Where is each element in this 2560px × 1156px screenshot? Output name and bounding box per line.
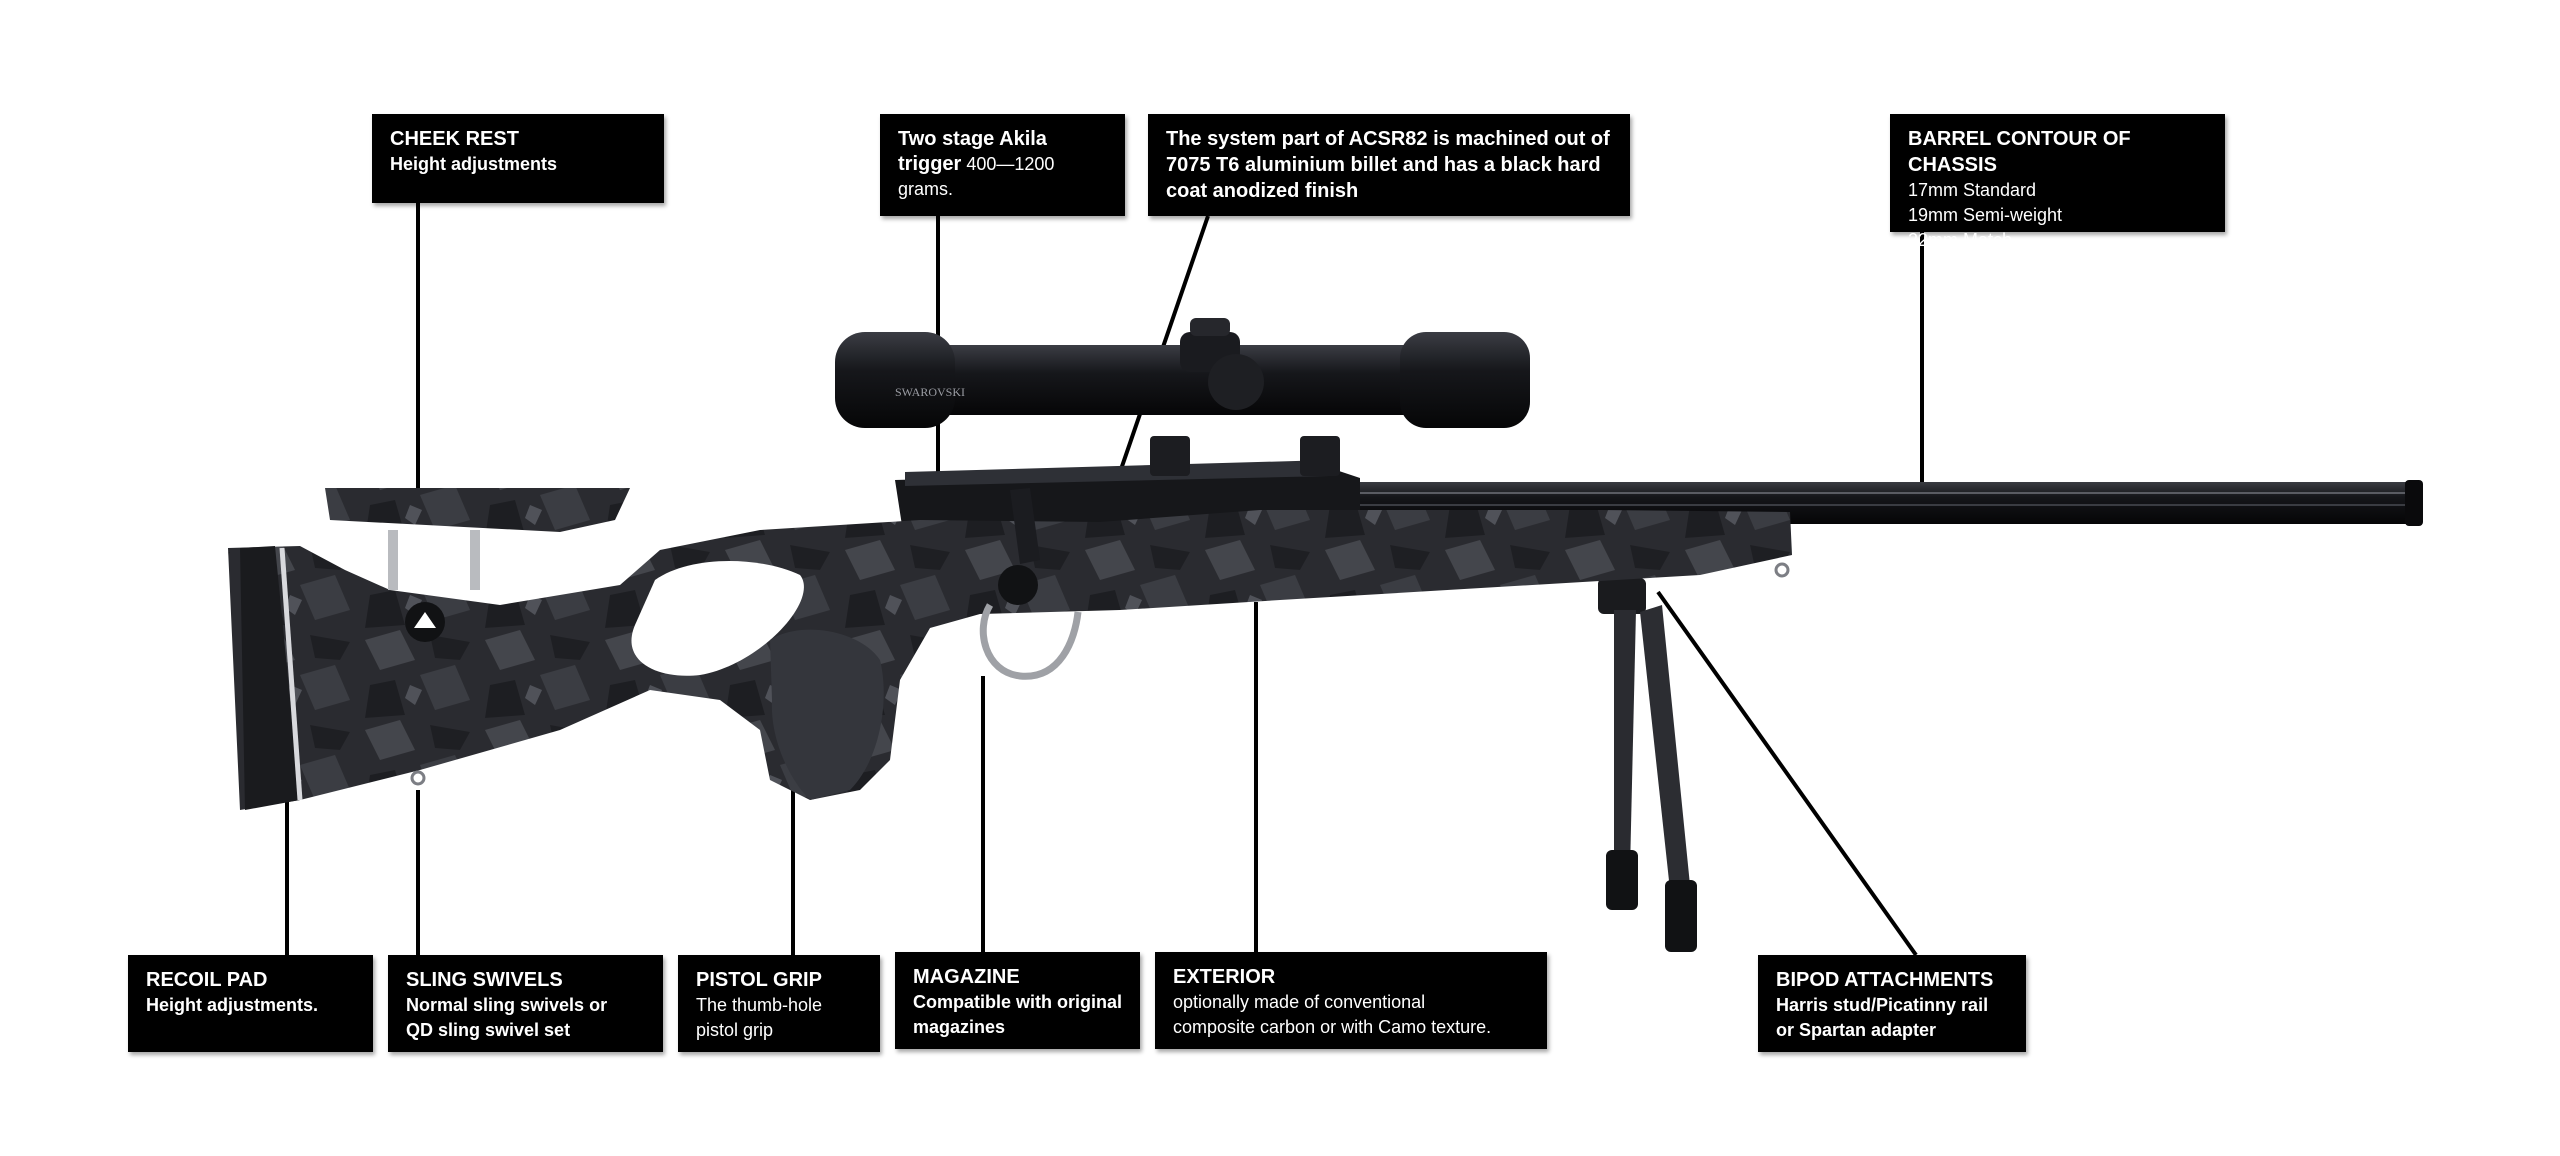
sling-swivels-line-1: Normal sling swivels or bbox=[406, 995, 608, 1015]
cheek-rest-body: Height adjustments bbox=[390, 154, 558, 174]
system-line-2: 7075 T6 aluminium billet and has a black… bbox=[1166, 154, 1601, 176]
trigger-line-1: Two stage Akila bbox=[898, 128, 1047, 150]
barrel-line-1: 17mm Standard bbox=[1908, 180, 2037, 200]
recoil-pad-body: Height adjustments. bbox=[146, 995, 319, 1015]
scope: SWAROVSKI bbox=[835, 318, 1530, 428]
trigger-line-3: grams. bbox=[898, 179, 954, 199]
bipod-line-1: Harris stud/Picatinny rail bbox=[1776, 995, 1989, 1015]
pistol-grip-title: PISTOL GRIP bbox=[696, 969, 822, 991]
callout-bipod: BIPOD ATTACHMENTS Harris stud/Picatinny … bbox=[1758, 955, 2026, 1052]
system-line-1: The system part of ACSR82 is machined ou… bbox=[1166, 128, 1610, 150]
magazine-line-1: Compatible with original bbox=[913, 992, 1123, 1012]
barrel-title: BARREL CONTOUR OF CHASSIS bbox=[1908, 128, 2131, 176]
callout-recoil-pad: RECOIL PAD Height adjustments. bbox=[128, 955, 373, 1052]
stock bbox=[228, 488, 1792, 810]
bipod-title: BIPOD ATTACHMENTS bbox=[1776, 969, 1994, 991]
callout-barrel: BARREL CONTOUR OF CHASSIS 17mm Standard … bbox=[1890, 114, 2225, 250]
trigger-line-2: trigger bbox=[898, 153, 962, 175]
bipod-line-2: or Spartan adapter bbox=[1776, 1020, 1937, 1040]
exterior-title: EXTERIOR bbox=[1173, 966, 1276, 988]
trigger-weight: 400—1200 bbox=[961, 154, 1055, 174]
pistol-grip-line-1: The thumb-hole bbox=[696, 995, 823, 1015]
callout-exterior: EXTERIOR optionally made of conventional… bbox=[1155, 952, 1547, 1049]
magazine-title: MAGAZINE bbox=[913, 966, 1020, 988]
sling-swivels-line-2: QD sling swivel set bbox=[406, 1020, 571, 1040]
callout-pistol-grip: PISTOL GRIP The thumb-hole pistol grip bbox=[678, 955, 880, 1052]
pistol-grip-line-2: pistol grip bbox=[696, 1020, 774, 1040]
bipod bbox=[1598, 578, 1697, 952]
leader-bipod bbox=[1656, 590, 1918, 957]
cheek-rest-title: CHEEK REST bbox=[390, 128, 519, 150]
magazine-line-2: magazines bbox=[913, 1017, 1006, 1037]
system-line-3: coat anodized finish bbox=[1166, 180, 1359, 202]
barrel-line-2: 19mm Semi-weight bbox=[1908, 205, 2063, 225]
callout-sling-swivels: SLING SWIVELS Normal sling swivels or QD… bbox=[388, 955, 663, 1052]
exterior-line-1: optionally made of conventional bbox=[1173, 992, 1426, 1012]
callout-system: The system part of ACSR82 is machined ou… bbox=[1148, 114, 1630, 216]
scope-brand-label: SWAROVSKI bbox=[895, 385, 965, 399]
exterior-line-2: composite carbon or with Camo texture. bbox=[1173, 1017, 1492, 1037]
barrel-line-3: 22mm Match bbox=[1908, 230, 2013, 250]
callout-trigger: Two stage Akila trigger 400—1200 grams. bbox=[880, 114, 1125, 216]
callout-cheek-rest: CHEEK REST Height adjustments bbox=[372, 114, 664, 203]
callout-magazine: MAGAZINE Compatible with original magazi… bbox=[895, 952, 1140, 1049]
recoil-pad-title: RECOIL PAD bbox=[146, 969, 268, 991]
sling-swivels-title: SLING SWIVELS bbox=[406, 969, 563, 991]
